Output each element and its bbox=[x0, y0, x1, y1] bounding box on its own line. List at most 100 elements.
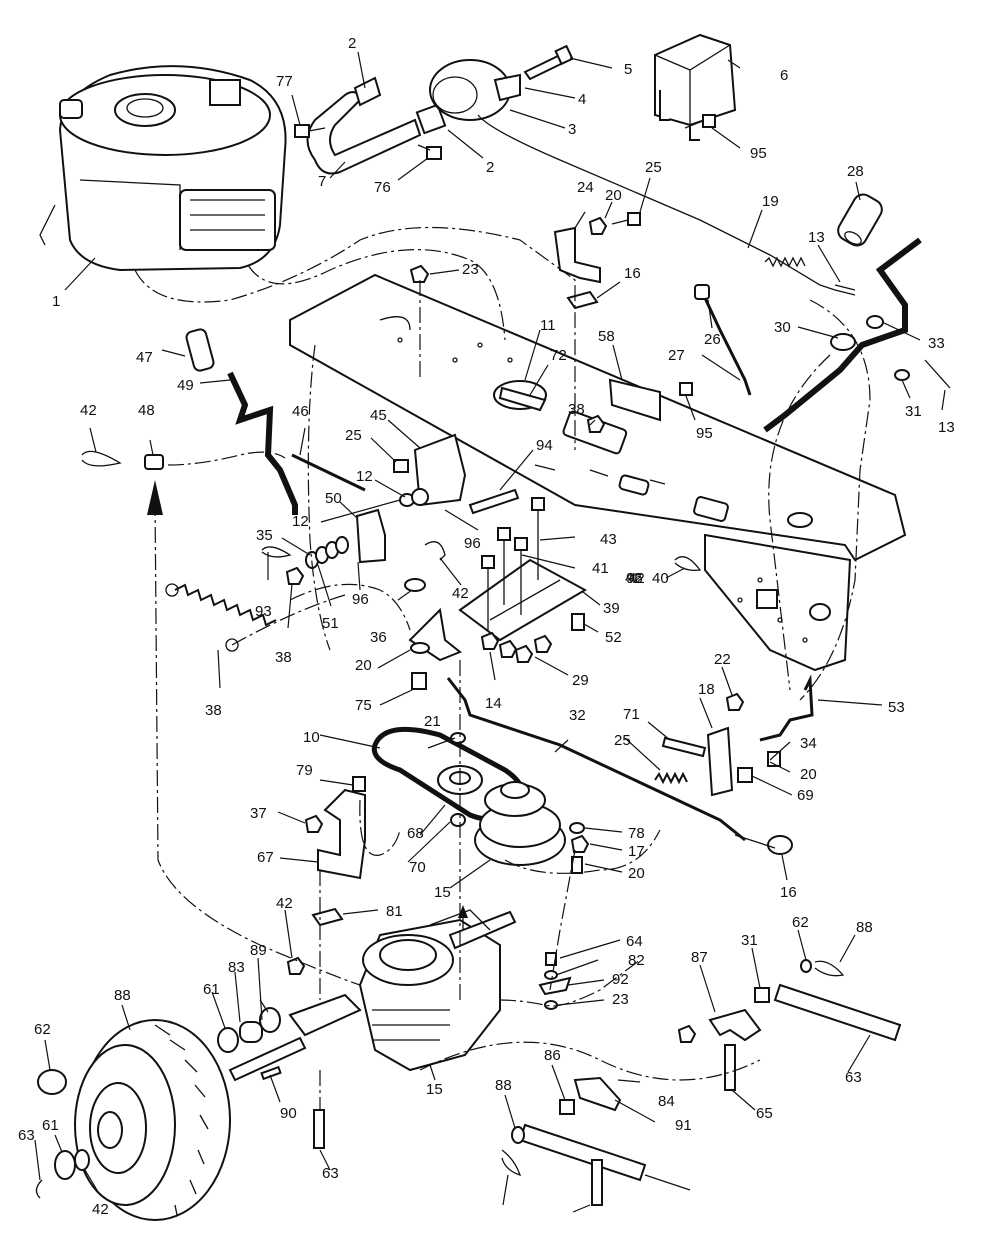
callout: 63 bbox=[18, 1127, 35, 1144]
callout: 43 bbox=[600, 531, 617, 548]
callout: 19 bbox=[762, 193, 779, 210]
callout: 39 bbox=[603, 600, 620, 617]
bolt-94 bbox=[468, 488, 520, 515]
nuts-38 bbox=[480, 631, 553, 663]
callout: 7 bbox=[318, 173, 326, 190]
bolt-95-mid bbox=[679, 382, 693, 396]
exhaust-pipe bbox=[306, 76, 447, 175]
plate-16-low bbox=[311, 907, 344, 927]
callout: 76 bbox=[374, 179, 391, 196]
callout: 88 bbox=[856, 919, 873, 936]
bolt-63-lower bbox=[591, 1159, 603, 1206]
arrow-up-left bbox=[147, 480, 163, 515]
callout: 42 bbox=[80, 402, 97, 419]
callout: 10 bbox=[303, 729, 320, 746]
tire bbox=[74, 1019, 231, 1221]
hub-cap-92 bbox=[37, 1069, 67, 1095]
callout: 2 bbox=[348, 35, 356, 52]
callout: 2 bbox=[486, 159, 494, 176]
plate-40 bbox=[458, 558, 588, 642]
callout: 95 bbox=[750, 145, 767, 162]
drive-pulley-70 bbox=[474, 781, 566, 866]
bolt-34 bbox=[737, 767, 753, 783]
callout: 51 bbox=[322, 615, 339, 632]
bracket-24 bbox=[553, 226, 601, 284]
heat-shield bbox=[654, 33, 737, 141]
callout: 63 bbox=[322, 1165, 339, 1182]
callout: 92 bbox=[612, 971, 629, 988]
callout: 96 bbox=[464, 535, 481, 552]
callout: 21 bbox=[424, 713, 441, 730]
nut-20-axle bbox=[286, 956, 306, 975]
ball-joint-17 bbox=[767, 835, 793, 855]
washer-91 bbox=[54, 1150, 76, 1180]
plate-16-top bbox=[566, 290, 599, 310]
callout: 53 bbox=[888, 699, 905, 716]
callout: 61 bbox=[42, 1117, 59, 1134]
key-86 bbox=[260, 1065, 282, 1081]
callout: 27 bbox=[668, 347, 685, 364]
callout: 96 bbox=[352, 591, 369, 608]
callout: 22 bbox=[714, 651, 731, 668]
callout: 48 bbox=[138, 402, 155, 419]
clip-42-left bbox=[81, 450, 122, 467]
callout: 29 bbox=[572, 672, 589, 689]
clip-42-mid bbox=[261, 546, 292, 558]
callout: 94 bbox=[536, 437, 553, 454]
callout: 69 bbox=[797, 787, 814, 804]
callout: 36 bbox=[370, 629, 387, 646]
callout: 65 bbox=[756, 1105, 773, 1122]
callout: 13 bbox=[808, 229, 825, 246]
callout: 46 bbox=[292, 403, 309, 420]
shift-rod-46 bbox=[291, 453, 366, 492]
bolt-39 bbox=[571, 613, 585, 631]
callout: 12 bbox=[292, 513, 309, 530]
callout: 25 bbox=[645, 159, 662, 176]
callout: 28 bbox=[847, 163, 864, 180]
axle bbox=[228, 1036, 307, 1082]
callout: 63 bbox=[845, 1069, 862, 1086]
callout: 15 bbox=[434, 884, 451, 901]
bolts-41-43 bbox=[481, 497, 545, 630]
bolt-63-right bbox=[724, 1044, 736, 1091]
callout: 71 bbox=[623, 706, 640, 723]
callout: 88 bbox=[495, 1077, 512, 1094]
spring-35 bbox=[305, 536, 349, 569]
callout: 61 bbox=[203, 981, 220, 998]
bolt-25-mid bbox=[393, 459, 409, 473]
callout: 20 bbox=[628, 865, 645, 882]
callout: 15 bbox=[426, 1081, 443, 1098]
callout: 84 bbox=[658, 1093, 675, 1110]
idler-arm-52 bbox=[408, 607, 462, 662]
bolt-77 bbox=[294, 124, 326, 138]
callout: 64 bbox=[626, 933, 643, 950]
bracket-37 bbox=[317, 788, 366, 880]
callout: 72 bbox=[550, 347, 567, 364]
bolt-25-low bbox=[352, 776, 366, 792]
callout: 42 bbox=[628, 570, 645, 587]
throttle-cable bbox=[477, 114, 836, 291]
nut-23-low bbox=[677, 1024, 697, 1043]
callout: 77 bbox=[276, 73, 293, 90]
callout: 86 bbox=[544, 1047, 561, 1064]
callout: 93 bbox=[255, 603, 272, 620]
nut-20-low bbox=[304, 814, 324, 833]
callout: 78 bbox=[628, 825, 645, 842]
callout: 82 bbox=[628, 952, 645, 969]
fitting-62-upper bbox=[754, 987, 770, 1003]
pin-13 bbox=[924, 359, 951, 389]
callout: 70 bbox=[409, 859, 426, 876]
extension-spring bbox=[165, 583, 277, 652]
callout: 17 bbox=[628, 843, 645, 860]
callout: 67 bbox=[257, 849, 274, 866]
callout: 25 bbox=[614, 732, 631, 749]
nut-36 bbox=[285, 566, 305, 585]
bolt-75 bbox=[661, 736, 707, 758]
callout: 91 bbox=[675, 1117, 692, 1134]
transaxle bbox=[288, 909, 517, 1072]
callout: 37 bbox=[250, 805, 267, 822]
callout: 16 bbox=[624, 265, 641, 282]
callout: 13 bbox=[938, 419, 955, 436]
callout: 18 bbox=[698, 681, 715, 698]
